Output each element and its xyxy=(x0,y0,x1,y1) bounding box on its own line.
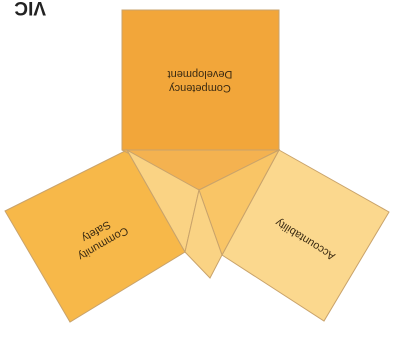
corner-text: VIC xyxy=(14,0,46,18)
top-square-label-line1: Competency xyxy=(169,82,231,94)
top-square-label-line2: Development xyxy=(168,68,233,80)
